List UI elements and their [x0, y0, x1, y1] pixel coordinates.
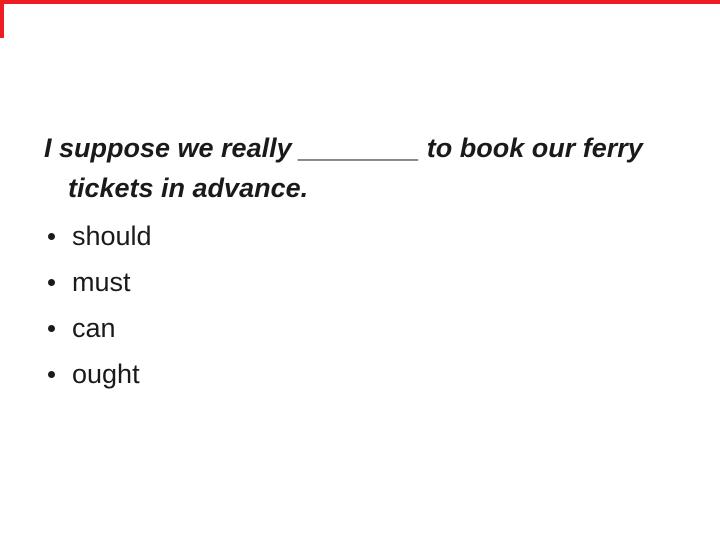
answer-options-list: should must can ought [48, 213, 152, 397]
option-label: can [72, 312, 116, 343]
slide-left-red-border [0, 0, 4, 38]
bullet-icon [48, 232, 55, 240]
option-item-can: can [48, 305, 152, 351]
option-item-should: should [48, 213, 152, 259]
bullet-icon [48, 370, 55, 378]
option-label: ought [72, 358, 140, 389]
option-label: must [72, 266, 131, 297]
option-item-ought: ought [48, 351, 152, 397]
question-line-1: I suppose we really ________ to book our… [44, 133, 643, 163]
question-stem: I suppose we really ________ to book our… [44, 128, 684, 208]
bullet-icon [48, 278, 55, 286]
bullet-icon [48, 324, 55, 332]
question-line-2: tickets in advance. [68, 173, 309, 203]
slide-top-red-border [0, 0, 720, 4]
option-label: should [72, 220, 152, 251]
option-item-must: must [48, 259, 152, 305]
